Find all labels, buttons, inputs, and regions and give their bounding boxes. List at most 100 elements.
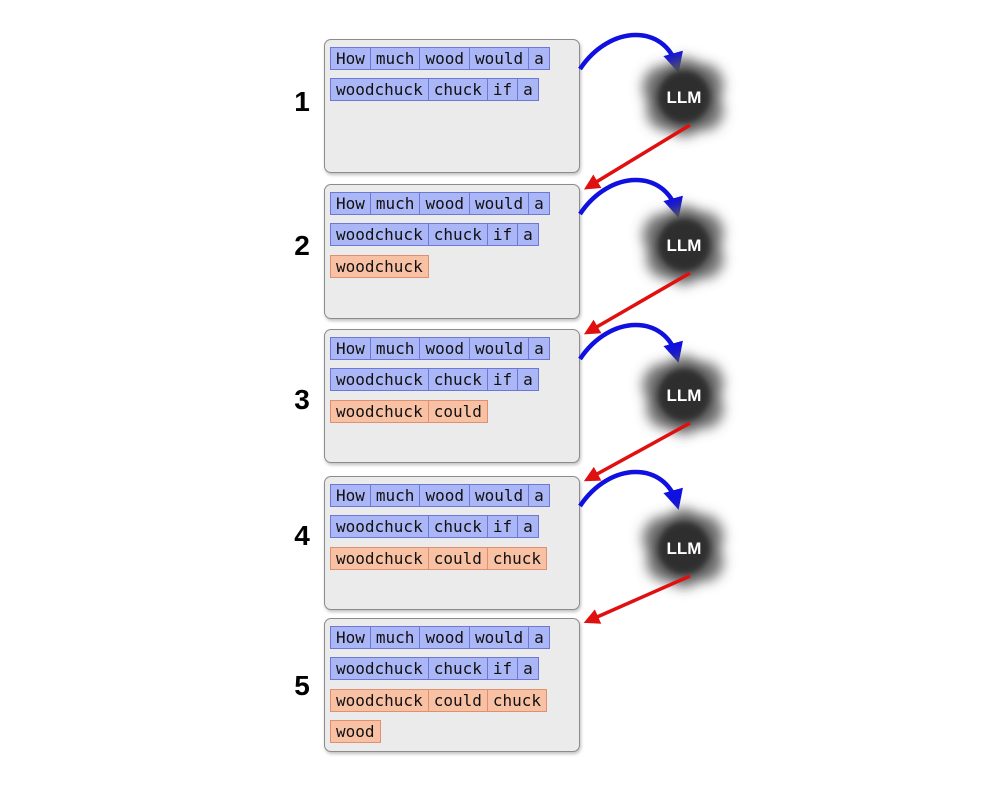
prompt-token: if	[487, 223, 519, 246]
step-number: 4	[294, 520, 310, 551]
prompt-token: chuck	[428, 223, 488, 246]
token-row: woodchuck	[330, 255, 429, 278]
llm-label: LLM	[667, 386, 702, 405]
prompt-token: if	[487, 78, 519, 101]
prompt-token: a	[518, 515, 539, 538]
llm-label: LLM	[667, 539, 702, 558]
step-number: 2	[294, 230, 310, 261]
cloud-icon	[642, 205, 724, 285]
prompt-token: chuck	[428, 515, 488, 538]
generated-token: could	[428, 547, 488, 570]
prompt-token: How	[330, 192, 371, 215]
step-number: 1	[294, 86, 310, 117]
prompt-token: How	[330, 337, 371, 360]
prompt-token: a	[518, 78, 539, 101]
prompt-token: much	[370, 192, 421, 215]
prompt-token: woodchuck	[330, 657, 429, 680]
prompt-token: a	[529, 484, 550, 507]
token-row: wood	[330, 720, 381, 743]
prompt-token: How	[330, 484, 371, 507]
prompt-token: woodchuck	[330, 368, 429, 391]
output-arrow	[583, 271, 691, 335]
generated-token: woodchuck	[330, 547, 429, 570]
prompt-token: a	[518, 223, 539, 246]
generated-token: wood	[330, 720, 381, 743]
prompt-token: wood	[420, 47, 470, 70]
input-arrow	[578, 469, 683, 510]
generated-token: chuck	[487, 547, 548, 570]
prompt-token: wood	[420, 626, 470, 649]
prompt-token: a	[529, 47, 550, 70]
prompt-token: a	[529, 337, 550, 360]
generated-token: woodchuck	[330, 400, 429, 423]
prompt-token: would	[469, 47, 530, 70]
prompt-token: if	[487, 657, 519, 680]
prompt-token: woodchuck	[330, 515, 429, 538]
prompt-token: woodchuck	[330, 78, 429, 101]
prompt-token: How	[330, 47, 371, 70]
prompt-token: would	[469, 626, 530, 649]
generated-token: woodchuck	[330, 689, 429, 712]
llm-label: LLM	[667, 88, 702, 107]
generated-token: could	[428, 689, 488, 712]
step-number: 3	[294, 384, 310, 415]
input-arrow	[578, 32, 683, 73]
prompt-token: would	[469, 337, 530, 360]
prompt-token: wood	[420, 484, 470, 507]
llm-node: LLM	[578, 32, 724, 190]
prompt-token: How	[330, 626, 371, 649]
cloud-icon	[642, 355, 724, 435]
prompt-token: if	[487, 368, 519, 391]
cloud-icon	[642, 508, 724, 588]
prompt-token: chuck	[428, 657, 488, 680]
llm-node: LLM	[578, 177, 724, 335]
prompt-token: a	[529, 626, 550, 649]
prompt-token: woodchuck	[330, 223, 429, 246]
prompt-token: chuck	[428, 78, 488, 101]
input-arrow	[578, 177, 683, 218]
llm-node: LLM	[578, 469, 724, 624]
prompt-token: wood	[420, 192, 470, 215]
output-arrow	[583, 421, 691, 482]
output-arrow	[583, 123, 691, 190]
prompt-token: much	[370, 626, 421, 649]
input-arrow	[578, 322, 683, 363]
prompt-token: chuck	[428, 368, 488, 391]
prompt-token: would	[469, 484, 530, 507]
prompt-token: would	[469, 192, 530, 215]
output-arrow	[583, 574, 691, 624]
prompt-token: a	[518, 657, 539, 680]
step-number: 5	[294, 670, 310, 701]
generated-token: could	[428, 400, 488, 423]
prompt-token: a	[518, 368, 539, 391]
prompt-token: much	[370, 47, 421, 70]
llm-node: LLM	[578, 322, 724, 482]
prompt-token: if	[487, 515, 519, 538]
generated-token: chuck	[487, 689, 548, 712]
generated-token: woodchuck	[330, 255, 429, 278]
prompt-token: a	[529, 192, 550, 215]
llm-label: LLM	[667, 236, 702, 255]
prompt-token: wood	[420, 337, 470, 360]
prompt-token: much	[370, 337, 421, 360]
prompt-token: much	[370, 484, 421, 507]
cloud-icon	[642, 57, 724, 137]
